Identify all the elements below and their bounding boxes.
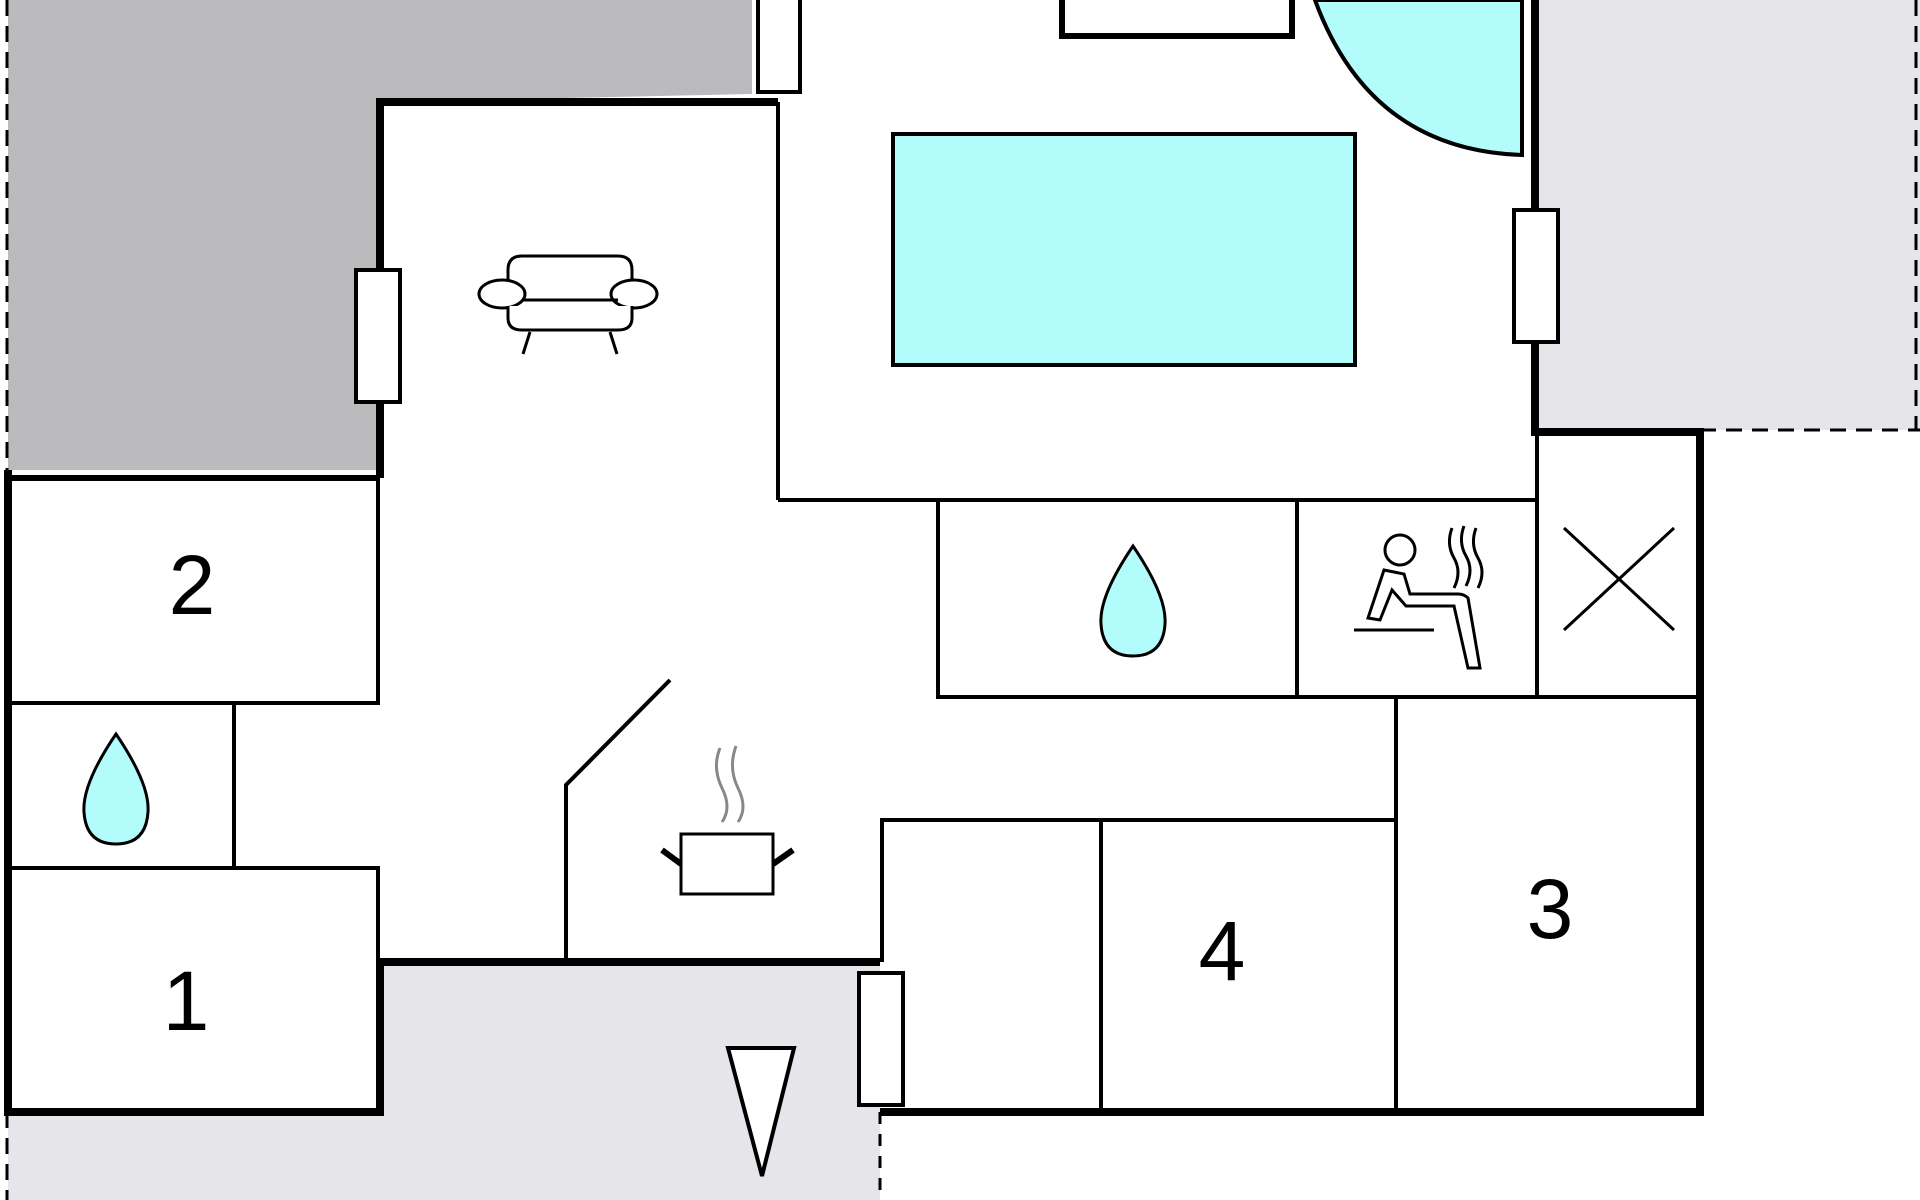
room-2-label: 2 [169,538,216,632]
sofa-icon [477,254,659,355]
wall-bath-right [936,500,1537,699]
room-3-label: 3 [1527,862,1574,956]
pool-area [891,0,1524,367]
sauna-icon [1354,525,1484,670]
cross-icon [1562,526,1676,632]
room-4-label: 4 [1199,904,1246,998]
terrace-bottom-area [8,962,880,1200]
window-living-left [354,268,402,404]
room-1-label: 1 [163,954,210,1048]
pool-bench [1059,0,1295,39]
outdoor-areas [5,0,1920,1200]
cooking-pot-icon [660,745,795,896]
swimming-pool [891,132,1357,367]
wall-room-4 [880,818,1396,962]
terrace-right-area [1535,0,1920,430]
hot-tub [1312,0,1524,158]
water-drop-icon [1099,543,1167,658]
window-top [756,0,802,94]
entrance-triangle-icon [725,1046,797,1177]
window-pool-right [1512,208,1560,344]
exterior-wall-left [4,470,880,1116]
wall-room-1 [8,866,380,962]
window-entrance [857,971,905,1107]
terrace-dark-area [8,0,752,470]
wall-kitchen-partition [564,678,672,958]
water-drop-icon [82,731,150,846]
wall-room-2 [8,478,380,705]
windows [354,0,1560,1107]
